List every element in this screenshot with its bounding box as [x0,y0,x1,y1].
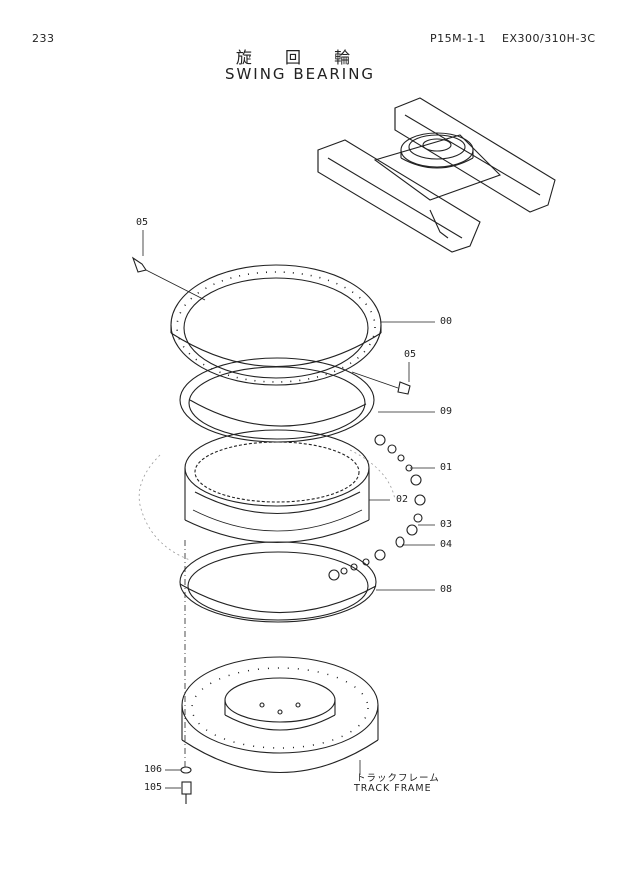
seal-ring-upper [179,357,375,443]
title-english: SWING BEARING [224,65,376,83]
track-frame-base [181,656,379,773]
undercarriage-thumbnail [317,97,556,253]
inner-race-gear [184,429,370,543]
ball-spacer-chain [328,434,426,581]
label-part-05-right: 05 [404,349,417,360]
label-part-04: 04 [440,539,453,550]
label-part-09: 09 [440,406,453,417]
label-part-01: 01 [440,462,453,473]
track-frame-label-english: TRACK FRAME [354,783,432,794]
label-part-08: 08 [440,584,453,595]
seal-ring-lower [179,541,377,623]
page-number: 233 [32,32,55,45]
leader-lines [142,230,435,789]
track-frame-label-japanese: トラックフレーム [356,773,440,784]
label-part-02: 02 [396,494,409,505]
bolt-105 [181,781,192,804]
machine-model: EX300/310H-3C [502,32,596,45]
frame-outline [138,449,396,561]
label-part-05-top: 05 [136,217,149,228]
bolt-05-top [131,256,147,273]
page-reference: P15M-1-1 [430,32,487,45]
label-part-105: 105 [144,782,163,793]
washer-106 [180,766,192,774]
bolt-05-right [397,381,411,395]
title-japanese: 旋 回 輪 [235,48,365,67]
label-part-00: 00 [440,316,453,327]
label-part-03: 03 [440,519,453,530]
label-part-106: 106 [144,764,163,775]
